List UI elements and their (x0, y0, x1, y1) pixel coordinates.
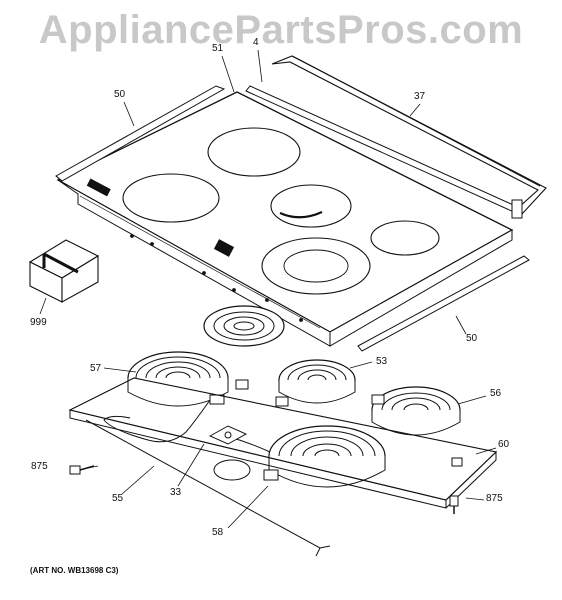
callout-50-right: 50 (466, 333, 478, 344)
callout-56: 56 (490, 388, 502, 399)
callout-999: 999 (30, 317, 47, 328)
parts-box (28, 239, 100, 303)
callout-37: 37 (414, 91, 426, 102)
callout-875-right: 875 (486, 493, 503, 504)
glass-cooktop (56, 91, 514, 347)
screws (69, 465, 459, 514)
callout-55: 55 (112, 493, 124, 504)
burner-box (68, 377, 498, 557)
leader-lines (39, 49, 497, 529)
callout-50-left: 50 (114, 89, 126, 100)
screw-left (69, 465, 81, 475)
callout-4: 4 (253, 37, 259, 48)
trim-strips (55, 55, 547, 352)
callout-875-left: 875 (31, 461, 48, 472)
watermark-text: AppliancePartsPros.com (38, 8, 524, 52)
callout-33: 33 (170, 487, 182, 498)
callout-57: 57 (90, 363, 102, 374)
screw-right (449, 495, 459, 507)
callout-51: 51 (212, 43, 224, 54)
callout-60: 60 (498, 439, 510, 450)
art-number: (ART NO. WB13698 C3) (30, 566, 119, 575)
callout-53: 53 (376, 356, 388, 367)
callout-58: 58 (212, 527, 224, 538)
heating-elements (127, 305, 461, 488)
